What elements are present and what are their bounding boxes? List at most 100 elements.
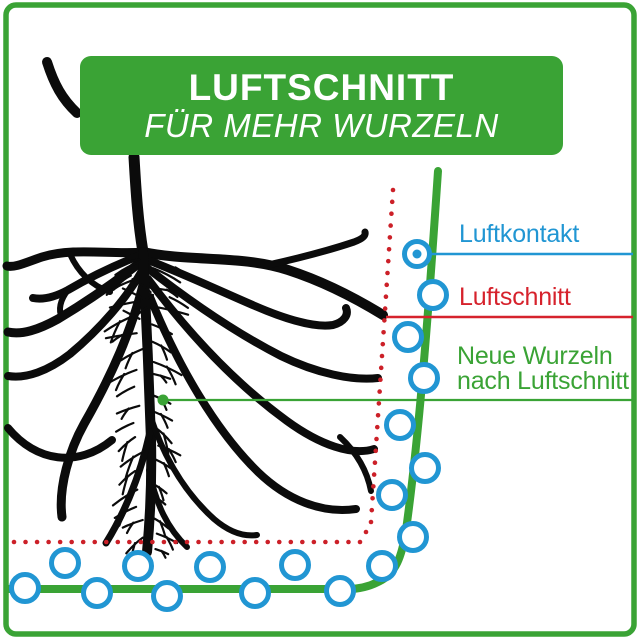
red-dot [369,507,375,513]
root-hair [121,474,129,496]
red-dot [80,539,86,545]
red-dot [385,258,391,264]
root-hair [158,520,167,538]
red-dot [23,539,28,545]
root-hair [162,462,170,478]
label-luftschnitt: Luftschnitt [459,283,571,311]
air-bubbles [9,279,449,612]
root-hair [165,365,177,386]
root-hair [108,300,140,309]
red-dot [388,223,393,228]
red-dot [380,341,386,347]
root-hair [152,267,182,284]
red-dot [288,539,294,545]
red-dot [150,539,155,545]
red-dot [387,235,393,240]
air-bubble [417,279,449,311]
root-hair [150,493,167,506]
root-hair [125,521,135,535]
banner-title: LUFTSCHNITT [188,66,455,108]
air-bubble [366,550,398,582]
air-bubble [81,577,113,609]
red-dot [161,539,167,545]
air-bubble [279,549,311,581]
red-dot [57,539,63,545]
air-bubble [49,547,81,579]
root-branch [146,467,190,550]
neue-wurzeln-dot [157,394,169,406]
root-hair [120,407,130,420]
red-dot [127,539,132,545]
air-bubble [384,409,416,441]
red-dot [346,539,351,545]
root-branch [138,247,388,320]
red-dot [370,495,375,501]
label-neue-wurzeln-line2: nach Luftschnitt [457,367,629,395]
root-branch [146,293,360,514]
root-hair [160,549,167,559]
red-dot [378,365,384,371]
root-hair [121,287,144,300]
red-dot [207,539,213,545]
banner-subtitle: FÜR MEHR WURZELN [144,106,499,144]
frame-border [3,2,637,637]
red-dot [382,318,387,323]
red-dot [384,282,390,288]
red-dot [323,539,328,545]
red-dot [242,539,247,545]
root-branch [3,256,147,338]
root-stem [128,151,149,258]
air-bubble [409,452,441,484]
root-hair [114,261,140,276]
root-branch [141,255,351,330]
red-dot [230,539,236,545]
red-dot [382,306,388,311]
red-dot [46,539,51,545]
red-dot [383,294,389,300]
air-bubble [9,572,41,604]
red-dot [196,539,201,545]
root-hair [124,351,134,370]
red-dot [371,484,376,489]
root-hair [162,432,170,455]
red-dot [376,401,382,406]
root-hair [122,309,141,320]
air-bubble [122,550,154,582]
red-dot [368,519,374,525]
red-dot [386,246,392,252]
root-hair [136,293,155,309]
red-dot [374,424,380,430]
red-dot [389,211,394,217]
root-branch [2,247,148,271]
root-branch [4,424,116,462]
root-hair [121,440,129,462]
banner: LUFTSCHNITT FÜR MEHR WURZELN [80,56,563,155]
root-hair [160,344,169,361]
label-neue-wurzeln-line1: Neue Wurzeln [457,342,613,370]
red-dot [377,389,382,394]
root-hair [159,412,169,429]
red-dot [372,460,378,466]
root-hair [168,296,190,309]
red-dotted-line [11,187,396,545]
root-branch [56,276,149,522]
red-dot [374,436,379,442]
air-bubble [239,577,271,609]
root-hair [153,305,190,316]
root-branch [4,265,147,381]
red-dot [378,377,383,383]
red-dot [300,539,305,545]
red-dot [265,539,271,545]
root-branch [147,412,260,539]
red-dot [34,539,40,545]
root-hair [131,278,152,294]
red-dot [334,539,340,545]
air-bubble [392,321,424,353]
air-bubble [324,575,356,607]
air-bubble [194,551,226,583]
red-dot [276,539,282,545]
red-dot [11,539,17,545]
red-dot [385,270,390,276]
root-illustration [2,57,388,566]
root-hair [109,320,122,344]
